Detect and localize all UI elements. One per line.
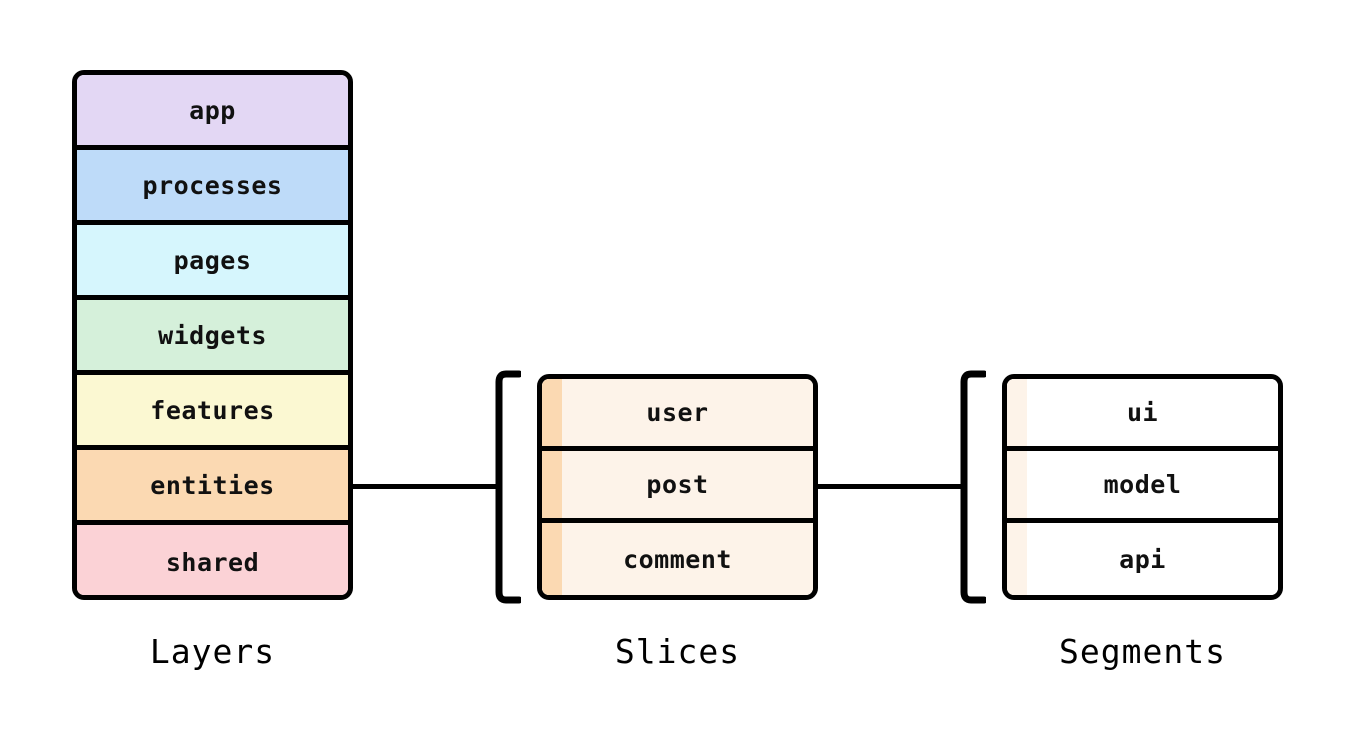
layer-label-entities: entities <box>150 470 275 500</box>
segment-label-model: model <box>1103 470 1182 499</box>
layer-label-pages: pages <box>173 245 252 275</box>
layer-cell-entities[interactable]: entities <box>77 450 348 525</box>
bracket-segments-icon <box>960 370 986 604</box>
layers-stack: app processes pages widgets features ent… <box>72 70 353 600</box>
slice-accent-stripe <box>542 379 562 446</box>
slice-cell-user[interactable]: user <box>542 379 813 451</box>
slice-accent-stripe <box>542 523 562 595</box>
slice-cell-comment[interactable]: comment <box>542 523 813 595</box>
slices-stack: user post comment <box>537 374 818 600</box>
bracket-slices-icon <box>495 370 521 604</box>
segment-cell-model[interactable]: model <box>1007 451 1278 523</box>
slice-cell-post[interactable]: post <box>542 451 813 523</box>
segments-stack: ui model api <box>1002 374 1283 600</box>
segment-cell-api[interactable]: api <box>1007 523 1278 595</box>
segment-label-ui: ui <box>1126 398 1159 427</box>
layer-label-shared: shared <box>165 548 260 577</box>
slice-accent-stripe <box>542 451 562 518</box>
caption-segments: Segments <box>1059 632 1226 671</box>
segment-accent-stripe <box>1007 523 1027 595</box>
layer-label-features: features <box>150 395 275 425</box>
slice-label-user: user <box>646 398 709 427</box>
layer-cell-app[interactable]: app <box>77 75 348 150</box>
slice-label-post: post <box>646 470 709 499</box>
layer-cell-processes[interactable]: processes <box>77 150 348 225</box>
layer-cell-widgets[interactable]: widgets <box>77 300 348 375</box>
slice-label-comment: comment <box>623 544 732 574</box>
segment-label-api: api <box>1119 544 1166 574</box>
layer-label-processes: processes <box>142 170 283 200</box>
layer-label-app: app <box>189 95 236 125</box>
connector-entities-to-slices <box>353 484 500 489</box>
caption-layers: Layers <box>149 632 276 671</box>
segment-cell-ui[interactable]: ui <box>1007 379 1278 451</box>
segment-accent-stripe <box>1007 379 1027 446</box>
connector-post-to-segments <box>818 484 965 489</box>
layer-label-widgets: widgets <box>158 320 267 350</box>
layer-cell-pages[interactable]: pages <box>77 225 348 300</box>
layer-cell-shared[interactable]: shared <box>77 525 348 595</box>
caption-slices: Slices <box>614 632 741 671</box>
segment-accent-stripe <box>1007 451 1027 518</box>
layer-cell-features[interactable]: features <box>77 375 348 450</box>
